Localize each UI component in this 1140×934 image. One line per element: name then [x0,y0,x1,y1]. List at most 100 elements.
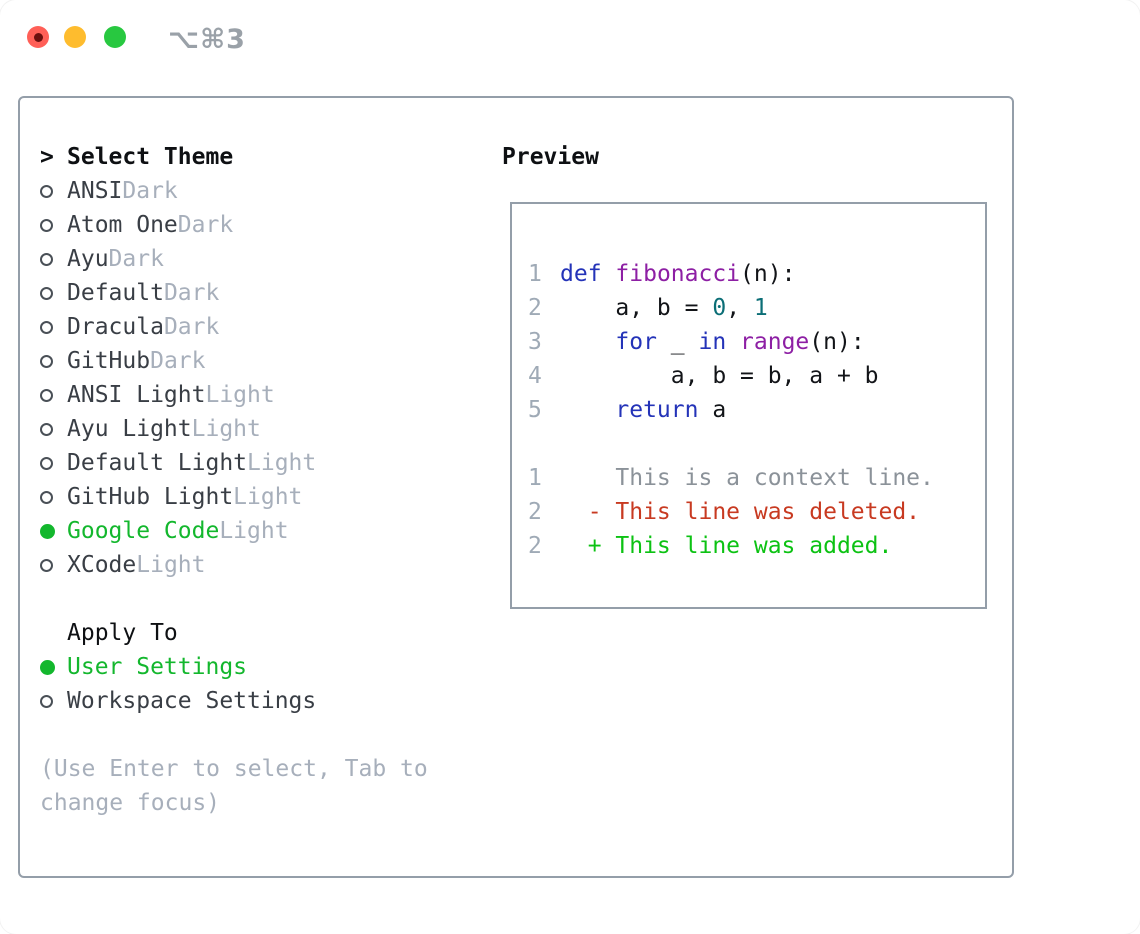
diff-text: This is a context line. [560,465,934,491]
apply-to-option-label: User Settings [67,654,248,680]
radio-marker [40,184,67,198]
theme-variant: Light [233,484,303,510]
apply-to-option[interactable]: Workspace Settings [40,684,490,718]
theme-name: XCode [67,552,137,578]
theme-option[interactable]: Default Dark [40,276,490,310]
token-keyword: in [698,329,727,355]
theme-option[interactable]: Ayu Dark [40,242,490,276]
theme-option[interactable]: Google Code Light [40,514,490,548]
token-plain: (n): [809,329,865,355]
code-text: return a [560,397,726,423]
theme-name: GitHub [67,348,151,374]
apply-to-label: Apply To [67,620,178,646]
theme-name: Atom One [67,212,178,238]
select-theme-header: > Select Theme [40,140,490,174]
line-number: 1 [528,261,542,287]
radio-unselected-icon [40,184,53,198]
radio-unselected-icon [40,218,53,232]
theme-variant: Dark [150,348,206,374]
diff-line-added: 2 + This line was added. [528,529,985,563]
preview-title: Preview [502,144,599,170]
line-number: 2 [528,499,542,525]
apply-to-header: Apply To [40,616,490,650]
radio-marker [40,388,67,402]
token-literal: 0 [712,295,727,321]
code-line: 4 a, b = b, a + b [528,359,985,393]
radio-unselected-icon [40,354,53,368]
radio-marker [40,523,67,539]
diff-line-deleted: 2 - This line was deleted. [528,495,985,529]
theme-option[interactable]: ANSI Dark [40,174,490,208]
radio-marker [40,320,67,334]
theme-name: Dracula [67,314,164,340]
theme-variant: Light [219,518,289,544]
theme-name: Default [67,280,164,306]
token-literal: 1 [753,295,768,321]
close-button[interactable] [27,26,49,48]
code-text: def fibonacci(n): [560,261,795,287]
radio-selected-icon [40,523,55,539]
titlebar: ⌥⌘3 [0,0,1140,76]
theme-option[interactable]: XCode Light [40,548,490,582]
token-plain: a, b = [560,295,713,321]
token-plain [602,261,616,287]
theme-name: Default Light [67,450,248,476]
apply-to-option[interactable]: User Settings [40,650,490,684]
theme-variant: Light [191,416,261,442]
radio-unselected-icon [40,320,53,334]
token-keyword: return [615,397,699,423]
radio-unselected-icon [40,286,53,300]
token-plain: (n): [740,261,796,287]
theme-option[interactable]: Ayu Light Light [40,412,490,446]
token-plain [560,397,615,423]
window-title-shortcut: ⌥⌘3 [168,24,246,55]
theme-option[interactable]: Atom One Dark [40,208,490,242]
spacer [40,718,490,752]
cursor-icon: > [40,144,54,170]
select-theme-label: Select Theme [67,144,234,170]
diff-text: + This line was added. [560,533,893,559]
radio-selected-icon [40,659,55,675]
radio-marker [40,558,67,572]
line-number: 1 [528,465,542,491]
spacer [40,582,490,616]
token-plain: a, b = b, a + b [560,363,879,389]
diff-preview: 1 This is a context line. 2 - This line w… [528,461,985,563]
radio-unselected-icon [40,558,53,572]
token-plain [726,329,740,355]
radio-unselected-icon [40,422,53,436]
theme-option[interactable]: GitHub Dark [40,344,490,378]
token-plain: _ [656,329,699,355]
line-number: 4 [528,363,542,389]
theme-name: GitHub Light [67,484,234,510]
theme-name: Ayu Light [67,416,192,442]
theme-name: Ayu [67,246,109,272]
code-line: 5 return a [528,393,985,427]
theme-variant: Dark [163,280,220,306]
theme-option[interactable]: Dracula Dark [40,310,490,344]
apply-to-option-label: Workspace Settings [67,688,317,714]
theme-option[interactable]: Default Light Light [40,446,490,480]
theme-option[interactable]: GitHub Light Light [40,480,490,514]
radio-marker [40,218,67,232]
radio-marker [40,456,67,470]
code-text: a, b = b, a + b [560,363,879,389]
token-plain: , [726,295,754,321]
minimize-button[interactable] [64,26,86,48]
theme-option[interactable]: ANSI Light Light [40,378,490,412]
theme-variant: Dark [163,314,220,340]
theme-name: Google Code [67,518,220,544]
radio-marker [40,252,67,266]
code-text: for _ in range(n): [560,329,865,355]
blank-line [528,427,985,461]
theme-variant: Dark [122,178,178,204]
radio-marker [40,286,67,300]
zoom-button[interactable] [104,26,126,48]
radio-marker [40,422,67,436]
